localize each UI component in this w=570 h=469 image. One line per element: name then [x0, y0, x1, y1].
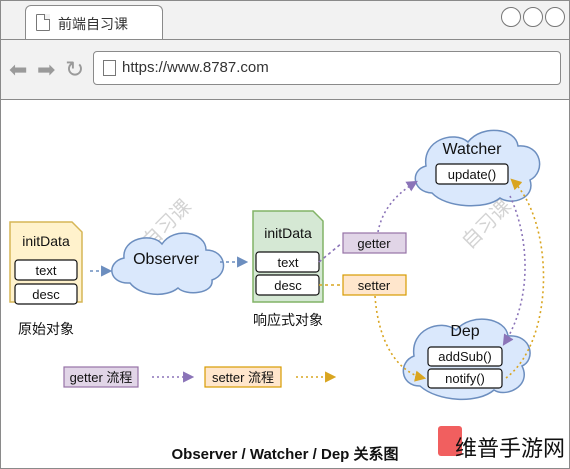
brand-text: 维普手游网 — [455, 436, 565, 461]
reactive-desc-label: desc — [274, 278, 302, 293]
field-text-label: text — [36, 263, 57, 278]
field-desc-label: desc — [32, 287, 60, 302]
forward-arrow-icon[interactable]: ➡ — [37, 57, 56, 82]
back-arrow-icon[interactable]: ⬅ — [9, 57, 28, 82]
page-icon — [103, 60, 116, 76]
close-button[interactable] — [545, 7, 565, 27]
setter-label: setter — [358, 278, 391, 293]
page-icon — [36, 14, 50, 31]
legend-setter-box — [204, 366, 282, 388]
browser-chrome: 前端自习课 ⬅ ➡ ↻ https://www.8787.com — [1, 1, 569, 100]
reload-icon[interactable]: ↻ — [65, 56, 85, 82]
dep-label: Dep — [450, 323, 479, 340]
getter-connector — [318, 242, 343, 263]
tab-strip-divider — [1, 39, 569, 40]
notify-box — [427, 368, 503, 389]
legend-getter-box — [63, 366, 139, 388]
browser-tab[interactable]: 前端自习课 — [25, 5, 163, 40]
watcher-label: Watcher — [443, 141, 503, 158]
update-box — [435, 163, 509, 185]
getter-label: getter — [357, 236, 391, 251]
getter-to-watcher-arrow — [377, 180, 418, 233]
observer-cloud: Observer — [111, 232, 225, 295]
watcher-to-dep-arrow — [502, 195, 526, 346]
reactive-init-data-label: initData — [264, 225, 312, 241]
addsub-label: addSub() — [438, 349, 491, 364]
reactive-object: initData text desc 响应式对象 — [252, 210, 324, 328]
brand-watermark: 维普手游网 — [438, 426, 565, 461]
minimize-button[interactable] — [501, 7, 521, 27]
observer-label: Observer — [133, 251, 199, 268]
notify-label: notify() — [445, 371, 485, 386]
addsub-box — [427, 346, 503, 367]
legend-setter-label: setter 流程 — [212, 370, 274, 385]
setter-tag: setter — [342, 274, 407, 296]
url-text: https://www.8787.com — [122, 59, 269, 76]
address-bar[interactable]: https://www.8787.com — [93, 51, 561, 85]
field-desc-box — [14, 283, 78, 305]
field-text-box — [14, 259, 78, 281]
tab-title: 前端自习课 — [58, 16, 128, 32]
dep-cloud: Dep addSub() notify() — [402, 318, 531, 400]
brand-logo-icon — [438, 426, 462, 456]
update-label: update() — [448, 167, 496, 182]
reactive-text-label: text — [278, 255, 299, 270]
original-object: initData text desc 原始对象 — [9, 221, 83, 337]
diagram-caption: Observer / Watcher / Dep 关系图 — [171, 445, 398, 463]
original-object-label: 原始对象 — [18, 321, 74, 337]
legend-getter-label: getter 流程 — [70, 370, 133, 385]
watcher-cloud: Watcher update() — [414, 129, 541, 207]
getter-tag: getter — [342, 232, 407, 254]
legend: getter 流程 setter 流程 — [63, 366, 337, 388]
maximize-button[interactable] — [523, 7, 543, 27]
reactive-object-label: 响应式对象 — [253, 312, 323, 328]
init-data-label: initData — [22, 233, 70, 249]
